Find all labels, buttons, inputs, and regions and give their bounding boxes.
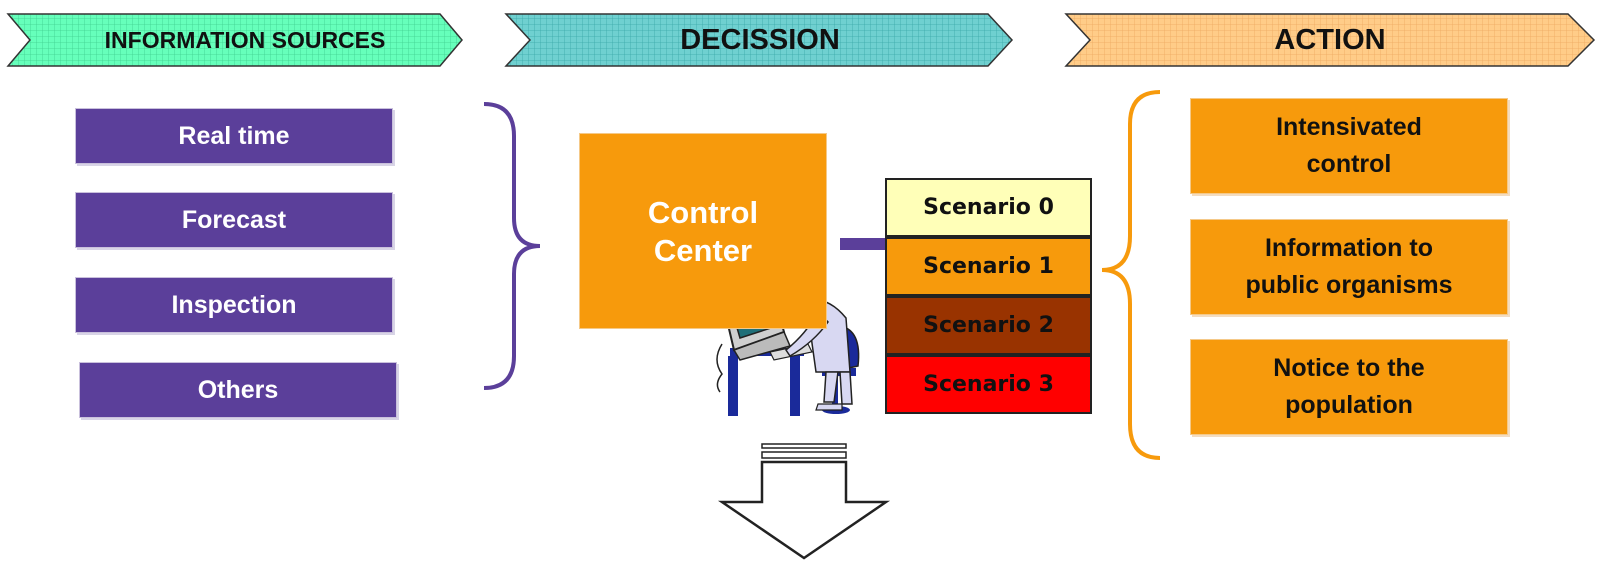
action-information-public-organisms: Information to public organisms — [1190, 219, 1508, 315]
connector-bar — [840, 238, 886, 250]
down-arrow — [717, 443, 891, 560]
control-center-line2: Center — [653, 233, 753, 268]
action-intensivated-control-line2: control — [1306, 150, 1392, 178]
control-center-line1: Control — [647, 195, 759, 230]
right-brace — [1101, 90, 1161, 460]
source-others: Others — [79, 362, 397, 418]
header-chevron-information-sources — [6, 13, 463, 67]
scenario-3: Scenario 3 — [885, 355, 1092, 414]
action-notice-population-line2: population — [1285, 391, 1413, 419]
header-action: ACTION — [1274, 23, 1386, 56]
action-intensivated-control-line1: Intensivated — [1276, 113, 1422, 141]
action-information-public-organisms-line1: Information to — [1264, 234, 1433, 262]
control-center-box: Control Center — [579, 133, 827, 329]
header-chevron-decission — [504, 13, 1014, 67]
source-real-time: Real time — [75, 108, 393, 164]
left-brace — [483, 102, 541, 390]
action-intensivated-control: Intensivated control — [1190, 98, 1508, 194]
scenario-1: Scenario 1 — [885, 237, 1092, 296]
source-inspection: Inspection — [75, 277, 393, 333]
action-notice-population: Notice to the population — [1190, 339, 1508, 435]
action-information-public-organisms-line2: public organisms — [1245, 271, 1453, 299]
header-information-sources: INFORMATION SOURCES — [104, 26, 386, 53]
scenario-2: Scenario 2 — [885, 296, 1092, 355]
header-chevron-action — [1064, 13, 1596, 67]
source-forecast: Forecast — [75, 192, 393, 248]
action-notice-population-line1: Notice to the — [1273, 354, 1425, 382]
header-decission: DECISSION — [680, 23, 840, 56]
scenario-0: Scenario 0 — [885, 178, 1092, 237]
